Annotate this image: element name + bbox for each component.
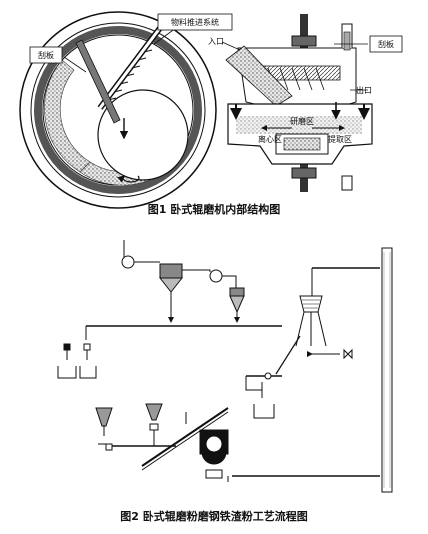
fig1-cross-section	[19, 11, 230, 209]
figure2-caption: 图2 卧式辊磨粉磨钢铁渣粉工艺流程图	[120, 509, 307, 523]
scraper-blade	[75, 39, 121, 124]
label-centrifugal-zone: 离心区	[258, 134, 282, 144]
label-scraper-right: 刮板	[369, 35, 403, 53]
label-scraper-left: 刮板	[29, 46, 63, 64]
fig1-longitudinal-section	[221, 14, 373, 192]
label-feed-system: 物料推进系统	[157, 13, 233, 31]
figure1-caption: 图1 卧式辊磨机内部结构图	[148, 202, 280, 216]
svg-text:物料推进系统: 物料推进系统	[171, 17, 219, 27]
svg-text:刮板: 刮板	[378, 39, 394, 49]
svg-text:刮板: 刮板	[38, 50, 54, 60]
label-inlet: 入口	[208, 37, 224, 46]
feed-screw	[97, 26, 163, 110]
label-outlet: 出口	[356, 85, 372, 95]
label-extraction-zone: 提取区	[328, 134, 352, 144]
label-grinding-zone: 研磨区	[290, 116, 314, 126]
fig2-flowsheet	[57, 240, 393, 493]
